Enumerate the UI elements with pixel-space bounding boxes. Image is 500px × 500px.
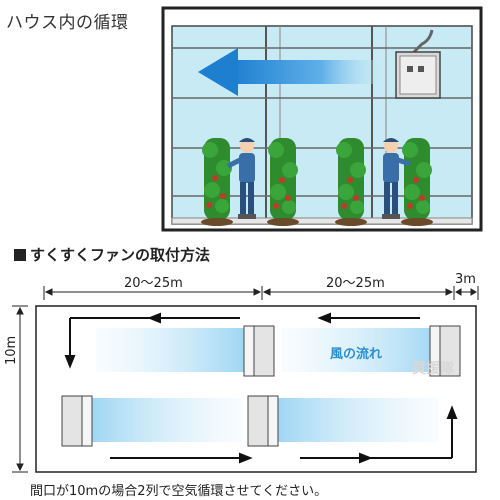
fan-plan-4 <box>247 395 279 447</box>
plant-4 <box>401 138 433 226</box>
worker-2 <box>382 138 411 219</box>
wind-arrow <box>198 48 382 96</box>
note-text: 間口が10mの場合2列で空気循環させてください。 <box>30 484 328 499</box>
dim-end: 3m <box>455 272 476 287</box>
fan-plan-2 <box>429 325 461 377</box>
worker-1 <box>226 138 256 219</box>
watermark: 買援隊 <box>412 361 454 377</box>
wind-flow-label: 風の流れ <box>330 347 383 362</box>
bullet-square-icon <box>14 249 26 261</box>
plant-3 <box>335 138 367 226</box>
fan-plan-3 <box>61 395 93 447</box>
flow-arrows <box>64 312 458 464</box>
page-title: ハウス内の循環 <box>6 13 129 33</box>
plant-2 <box>267 138 299 226</box>
section-title: すくすくファンの取付方法 <box>14 244 210 265</box>
fan-unit <box>395 29 441 99</box>
plant-1 <box>201 138 233 226</box>
section-title-text: すくすくファンの取付方法 <box>30 246 211 264</box>
dim-span-2: 20～25m <box>326 276 385 291</box>
dim-span-1: 20～25m <box>124 276 183 291</box>
dim-side: 10m <box>4 335 19 365</box>
dimension-lines <box>12 286 479 473</box>
fan-plan-1 <box>243 325 275 377</box>
